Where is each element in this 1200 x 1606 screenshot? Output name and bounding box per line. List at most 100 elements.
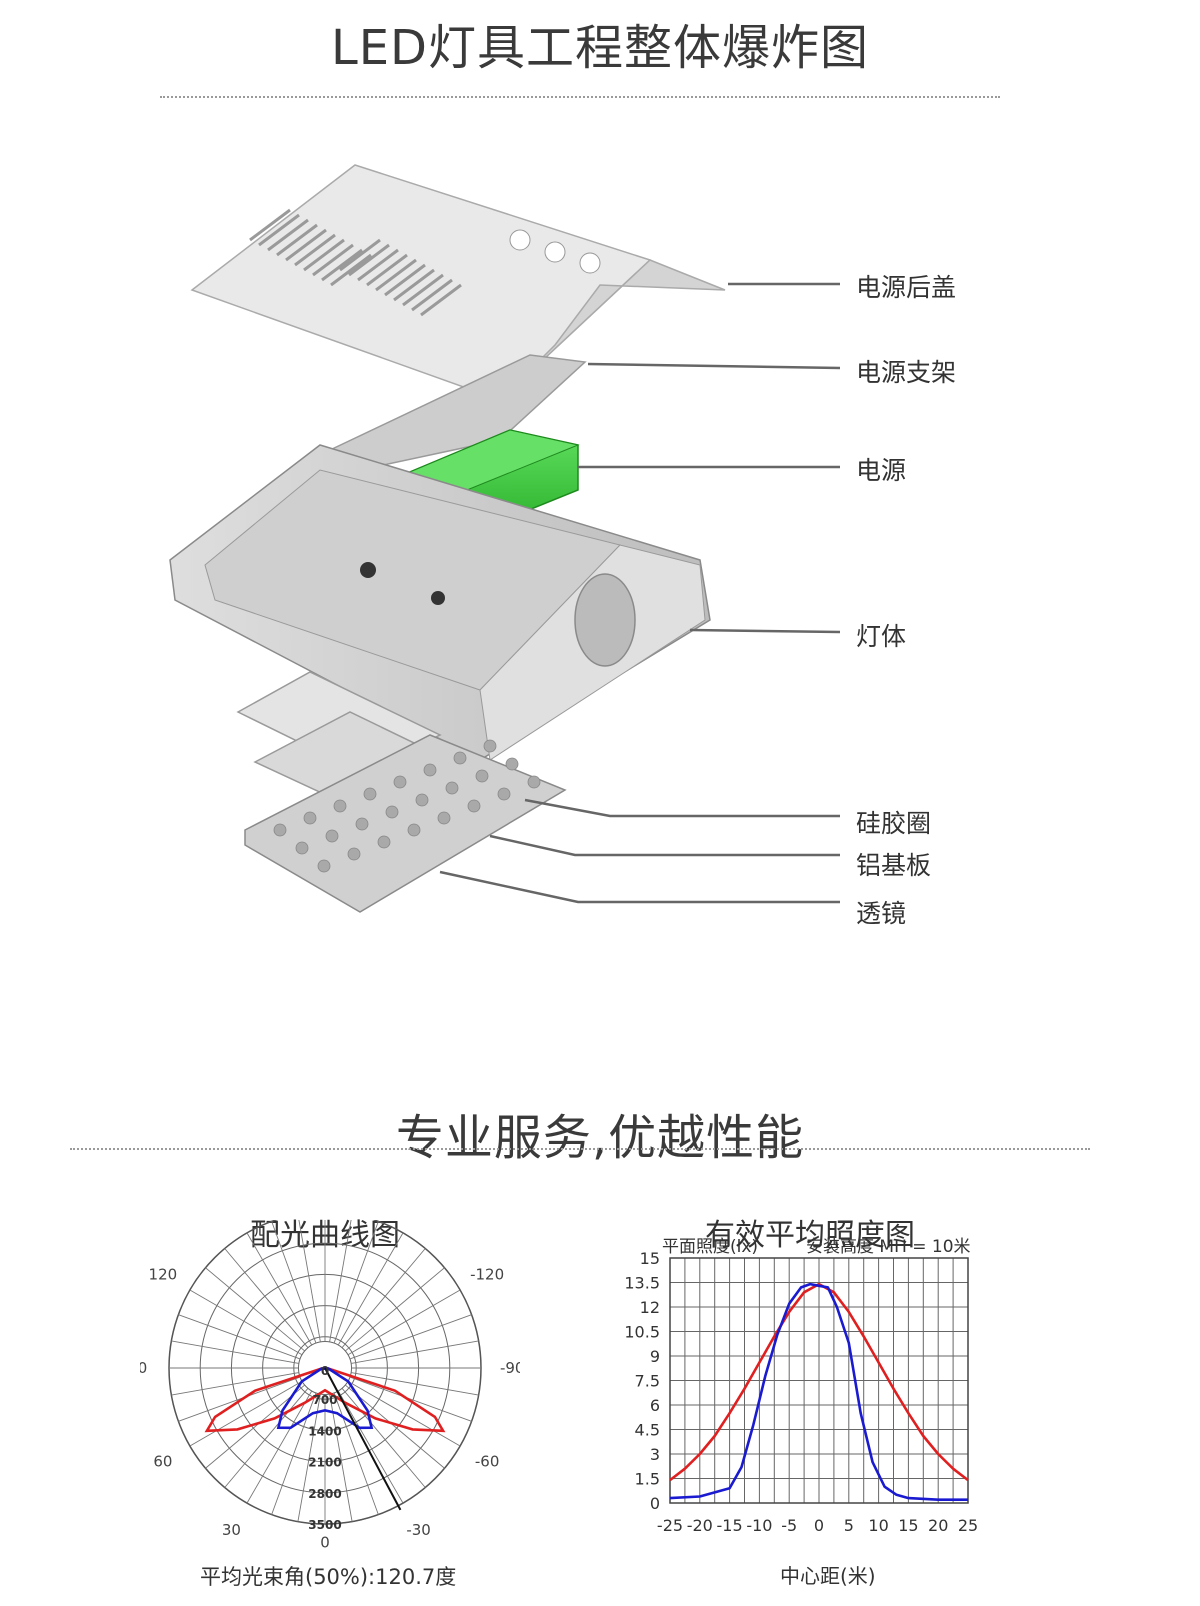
polar-spoke [246,1232,313,1346]
vent-slot [384,263,426,297]
polar-radial-label: 2800 [308,1487,341,1501]
y-tick-label: 1.5 [635,1470,660,1489]
polar-spoke [271,1392,317,1515]
label-silicone-ring: 硅胶圈 [856,809,932,838]
led-lens-dot [347,847,361,861]
polar-spoke [351,1372,479,1396]
led-lens-dot [415,793,429,807]
polar-spoke [171,1372,299,1396]
polar-series-curve [276,1367,374,1430]
polar-angle-label: 120 [149,1265,178,1283]
label-lamp-body: 灯体 [856,622,907,651]
label-power-supply: 电源 [856,456,907,485]
led-lens-dot [497,787,511,801]
polar-spoke [189,1289,303,1356]
x-tick-label: 10 [868,1516,888,1535]
x-tick-label: 15 [898,1516,918,1535]
plot-frame [669,1257,969,1504]
exploded-view-illustration [169,164,726,913]
vent-slot [285,228,327,262]
vent-slot [303,238,345,272]
led-lens-dot [423,763,437,777]
polar-spoke [349,1376,472,1422]
y-tick-label: 12 [640,1298,660,1317]
vent-slot [357,248,399,282]
led-lens-dot [385,805,399,819]
x-tick-label: -5 [781,1516,797,1535]
led-lens-dot [393,775,407,789]
polar-angle-label: -60 [475,1453,500,1471]
polar-radial-label: 1400 [308,1424,341,1438]
polar-spoke [205,1384,305,1469]
y-tick-label: 15 [640,1249,660,1268]
polar-spoke [347,1380,461,1447]
polar-spoke [341,1388,426,1488]
polar-spoke [337,1390,404,1504]
led-lens-dot [505,757,519,771]
x-tick-label: 20 [928,1516,948,1535]
y-tick-label: 10.5 [624,1323,660,1342]
x-tick-label: 0 [814,1516,824,1535]
polar-spoke [178,1314,301,1360]
polar-spoke [224,1388,309,1488]
beam-angle-line [324,1367,402,1511]
polar-spoke [333,1392,379,1515]
label-rear-cover: 电源后盖 [856,273,957,302]
polar-spoke [171,1340,299,1364]
polar-radial-label: 3500 [308,1518,341,1532]
led-lens-dot [407,823,421,837]
polar-spoke [349,1314,472,1360]
polar-spoke [298,1220,321,1342]
led-lens-dot [363,787,377,801]
polar-spoke [333,1221,379,1344]
polar-angle-label: 30 [222,1521,241,1539]
vent-slot [411,278,453,312]
lamp-body-part [169,444,711,761]
led-lens-dot [437,811,451,825]
x-tick-label: 5 [844,1516,854,1535]
polar-spoke [345,1267,445,1352]
vent-slot [348,243,390,277]
led-lens-dot [317,859,331,873]
polar-spoke [329,1394,353,1522]
polar-radial-label: 700 [312,1393,337,1407]
polar-spoke [205,1267,305,1352]
polar-chart: 07001400210028003500-/+180-150150-120120… [140,1220,520,1552]
section-title: 专业服务,优越性能 [395,1110,805,1166]
led-lens-dot [527,775,541,789]
y-tick-label: 6 [650,1396,660,1415]
polar-angle-label: 90 [140,1359,147,1377]
vent-slot [249,208,291,242]
led-lens-dot [467,799,481,813]
illum-note: 安装高度 MH = 10米 [806,1237,971,1257]
polar-spoke [329,1220,352,1342]
vent-slot [267,218,309,252]
polar-spoke [347,1289,461,1356]
polar-spoke [345,1384,445,1469]
polar-angle-label: 60 [153,1453,172,1471]
led-lens-dot [453,751,467,765]
polar-spoke [189,1380,303,1447]
polar-angle-label: -120 [470,1265,504,1283]
polar-angle-label: -30 [406,1521,431,1539]
x-tick-label: -20 [687,1516,713,1535]
title-divider [160,96,1000,98]
led-lens-dot [355,817,369,831]
x-tick-label: 25 [958,1516,978,1535]
led-lens-dot [303,811,317,825]
illuminance-chart-title: 有效平均照度图 [705,1218,915,1253]
vent-slot [321,248,363,282]
vent-slot [402,273,444,307]
label-aluminum-board: 铝基板 [856,851,932,880]
x-tick-label: -10 [746,1516,772,1535]
vent-slot [330,253,372,287]
y-tick-label: 0 [650,1494,660,1513]
led-lens-dot [483,739,497,753]
led-lens-dot [333,799,347,813]
page-title: LED灯具工程整体爆炸图 [330,20,870,76]
polar-angle-label: 0 [320,1534,330,1552]
led-lens-dot [273,823,287,837]
polar-series-curve [204,1367,446,1433]
led-lens-dot [295,841,309,855]
section-divider [70,1148,1090,1150]
